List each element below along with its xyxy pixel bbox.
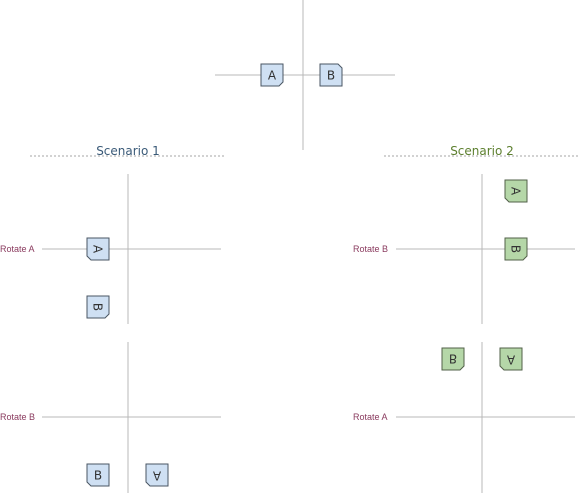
- scenario2-row2-shape-a-letter: A: [506, 353, 515, 367]
- scenario1-row1-crosshair: [42, 174, 221, 324]
- scenario1-row2-crosshair: [42, 342, 221, 493]
- scenario2-row1-label: Rotate B: [353, 244, 388, 254]
- scenario2-row2-crosshair: [396, 342, 575, 493]
- top-crosshair: [215, 0, 395, 150]
- top-shape-a[interactable]: A: [260, 63, 284, 87]
- scenario1-row2-label: Rotate B: [0, 412, 35, 422]
- scenario1-title: Scenario 1: [96, 144, 160, 158]
- scenario2-row2-label: Rotate A: [353, 412, 388, 422]
- scenario1-row1-label: Rotate A: [0, 244, 35, 254]
- scenario2-row2-shape-b-letter: B: [449, 352, 457, 366]
- scenario1-row2-shape-b[interactable]: B: [86, 463, 110, 487]
- scenario2-row1-shape-b-letter: B: [509, 245, 523, 253]
- scenario1-row2-shape-a[interactable]: A: [145, 463, 169, 487]
- scenario1-row2-shape-a-letter: A: [152, 469, 161, 483]
- scenario2-row1-shape-a[interactable]: A: [504, 179, 528, 203]
- scenario1-row1-shape-b-letter: B: [91, 303, 105, 311]
- scenario2-row1-shape-b[interactable]: B: [504, 237, 528, 261]
- scenario2-row2-shape-b[interactable]: B: [441, 347, 465, 371]
- scenario1-row1-shape-b[interactable]: B: [86, 295, 110, 319]
- top-shape-a-letter: A: [268, 69, 277, 83]
- scenario2-row2-shape-a[interactable]: A: [499, 347, 523, 371]
- scenario1-row1-shape-a[interactable]: A: [86, 237, 110, 261]
- scenario2-header: Scenario 2: [384, 144, 579, 158]
- top-shape-b[interactable]: B: [319, 63, 343, 87]
- scenario1-row1-shape-a-letter: A: [91, 245, 105, 254]
- scenario2-row1-crosshair: [396, 174, 575, 324]
- scenario2-title: Scenario 2: [450, 144, 514, 158]
- top-shape-b-letter: B: [327, 69, 335, 83]
- scenario2-row1-shape-a-letter: A: [509, 187, 523, 196]
- scenario1-header: Scenario 1: [30, 144, 226, 158]
- scenario1-row2-shape-b-letter: B: [94, 469, 102, 483]
